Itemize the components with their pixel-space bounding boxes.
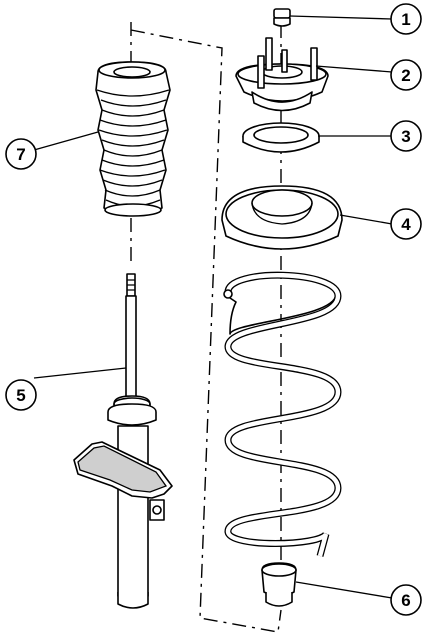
callout-6: 6	[390, 584, 422, 616]
callout-7-label: 7	[16, 145, 25, 164]
bearing-icon	[242, 122, 320, 153]
dust-boot-icon	[95, 61, 171, 217]
leader-lines	[33, 15, 393, 599]
callout-2-label: 2	[401, 66, 410, 85]
callout-1-label: 1	[401, 10, 410, 29]
callout-2: 2	[390, 59, 422, 91]
callout-5: 5	[5, 379, 37, 411]
upper-spring-seat-icon	[221, 185, 343, 250]
shock-absorber-icon	[73, 273, 173, 609]
callout-4: 4	[390, 208, 422, 240]
callout-7: 7	[5, 138, 37, 170]
callout-3: 3	[390, 120, 422, 152]
callout-5-label: 5	[16, 386, 25, 405]
bump-stop-icon	[261, 562, 297, 607]
callout-3-label: 3	[401, 127, 410, 146]
nut-icon	[273, 8, 291, 27]
callout-1: 1	[390, 3, 422, 35]
callout-6-label: 6	[401, 591, 410, 610]
strut-mount-icon	[235, 37, 329, 112]
assembly-lines	[130, 22, 282, 633]
coil-spring-icon	[223, 271, 342, 557]
callout-4-label: 4	[401, 215, 411, 234]
